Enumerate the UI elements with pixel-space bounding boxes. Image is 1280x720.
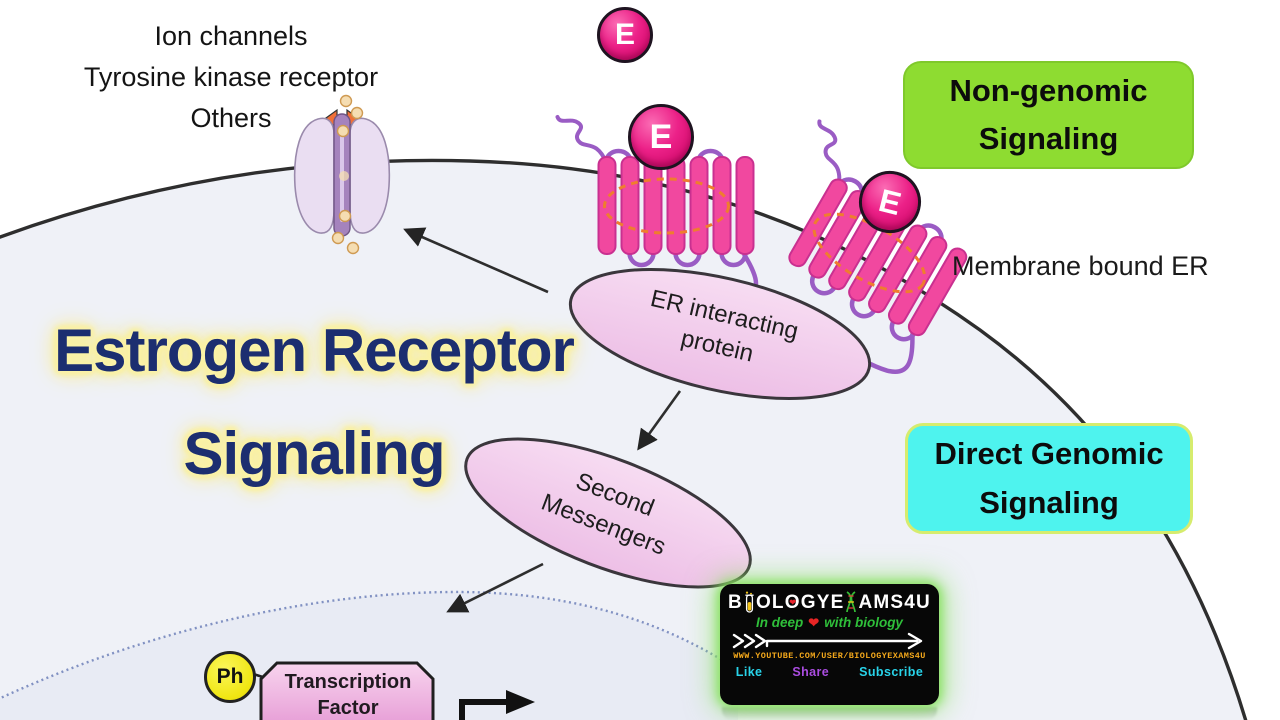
receptor-type-line: Others <box>190 103 272 134</box>
receptor-types-label: Ion channels Tyrosine kinase receptor Ot… <box>55 16 407 139</box>
social-actions: Like Share Subscribe <box>736 665 923 679</box>
tagline-text: with biology <box>824 615 903 630</box>
transcription-factor-label: Transcription Factor <box>262 669 434 720</box>
estrogen-molecule: E <box>628 104 694 170</box>
channel-logo: B OL O ❤ GYE AMS4U In deep <box>720 584 939 705</box>
transcription-start-arrow <box>459 699 508 720</box>
estrogen-molecule: E <box>597 7 653 63</box>
brand-text: AMS4U <box>858 591 931 613</box>
node-text: Factor <box>317 697 379 720</box>
callout-text: Signaling <box>978 121 1119 156</box>
transcription-factor-box <box>259 661 435 720</box>
second-messengers-shape <box>464 437 752 589</box>
brand-text: B <box>728 591 743 613</box>
nucleus-interior <box>0 591 738 720</box>
page-title: Estrogen Receptor Signaling <box>8 316 620 488</box>
like-label: Like <box>735 664 763 679</box>
brand-text: OL <box>755 591 785 613</box>
receptor-type-line: Ion channels <box>154 21 308 51</box>
arrow-to-ion-channel <box>403 227 549 294</box>
nuclear-membrane <box>0 590 739 700</box>
channel-url: WWW.YOUTUBE.COM/USER/BIOLOGYEXAMS4U <box>733 650 926 661</box>
er-interacting-protein-shape <box>568 267 872 401</box>
node-text: Transcription <box>284 671 412 693</box>
receptor-type-line: Tyrosine kinase receptor <box>83 62 379 93</box>
ion-channel-icon <box>293 94 391 255</box>
logo-reflection <box>722 707 937 720</box>
title-line-2: Signaling <box>183 420 446 487</box>
callout-text: Direct Genomic <box>934 436 1164 472</box>
brand-text: O <box>784 591 801 613</box>
transcription-start-arrowhead <box>506 690 535 714</box>
brand-text: GYE <box>800 591 845 613</box>
subscribe-label: Subscribe <box>859 664 924 679</box>
phosphorylation-badge: Ph <box>204 651 256 703</box>
logo-tagline: In deep ❤ with biology <box>756 616 903 630</box>
membrane-bound-er-label: Membrane bound ER <box>952 251 1209 281</box>
heart-icon: ❤ <box>808 615 820 631</box>
test-tube-icon <box>745 591 754 613</box>
callout-text: Non-genomic <box>949 72 1148 108</box>
brand-wordmark: B OL O ❤ GYE AMS4U <box>728 591 931 613</box>
dna-helix-icon <box>846 591 857 613</box>
non-genomic-signaling-callout: Non-genomic Signaling <box>903 61 1194 169</box>
arrow-to-nucleus <box>446 562 544 613</box>
heart-icon: ❤ <box>789 598 797 608</box>
arrow-to-second-messengers <box>637 390 682 451</box>
title-line-1: Estrogen Receptor <box>54 317 575 384</box>
callout-text: Signaling <box>979 484 1119 520</box>
share-label: Share <box>792 664 830 679</box>
brand-o-with-heart: O ❤ <box>785 593 801 612</box>
direct-genomic-signaling-callout: Direct Genomic Signaling <box>905 423 1193 534</box>
tagline-text: In deep <box>756 615 804 630</box>
logo-arrow <box>731 632 929 650</box>
